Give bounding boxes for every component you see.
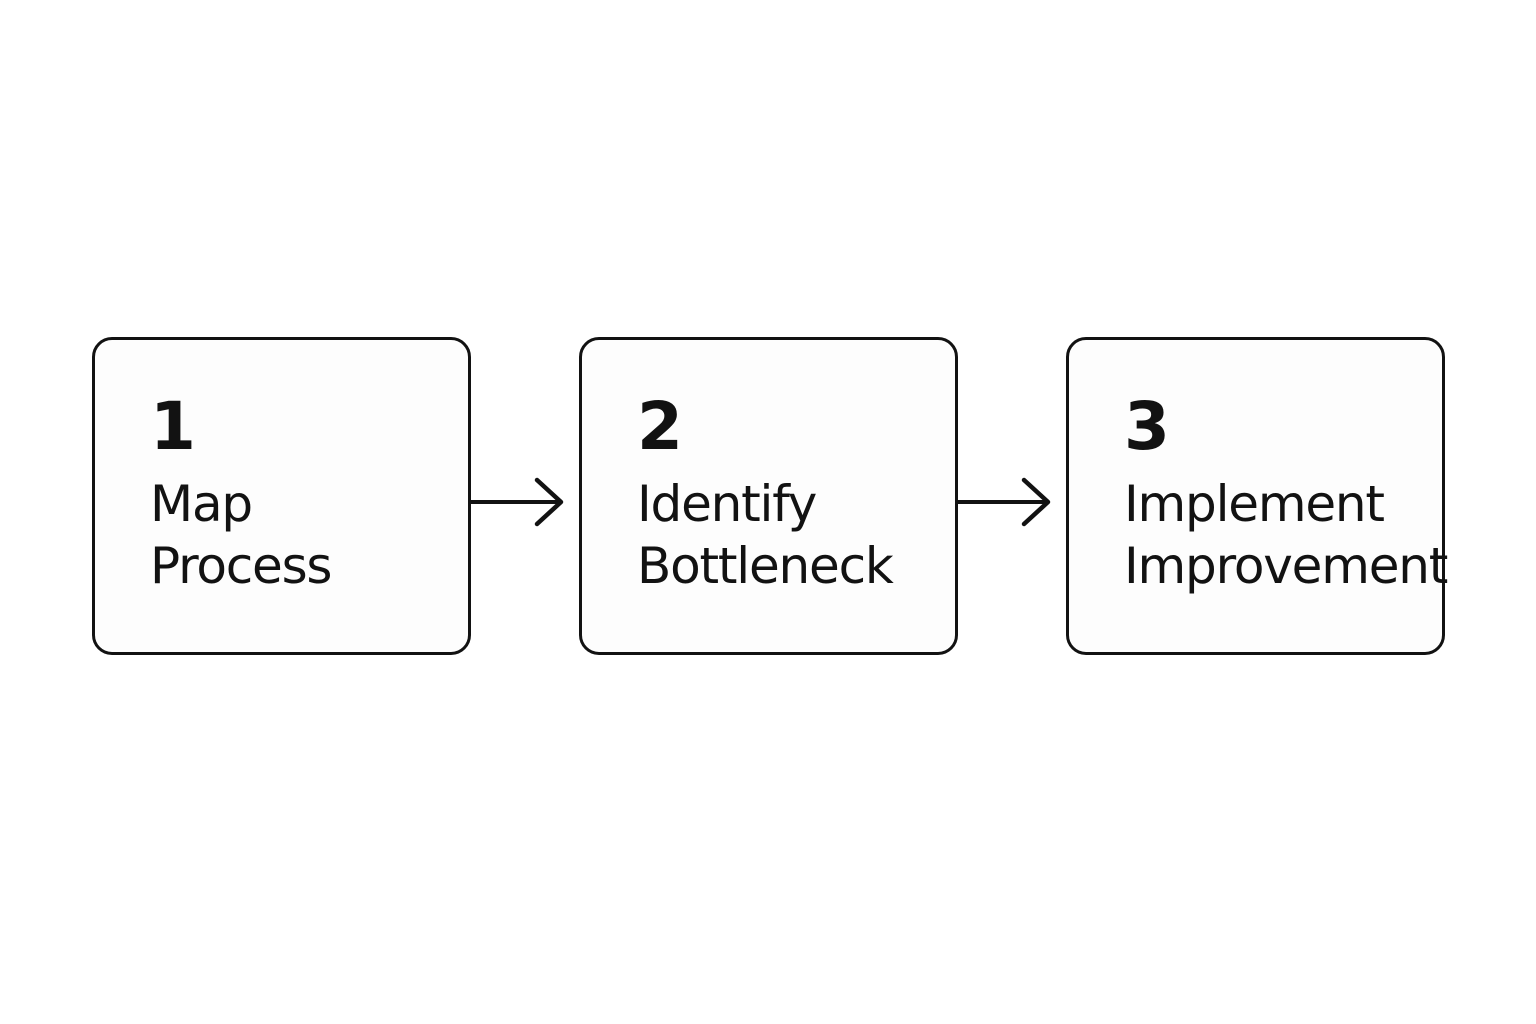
- step-number: 2: [637, 388, 683, 465]
- step-label-line: Bottleneck: [637, 537, 894, 595]
- step-label: Implement Improvement: [1124, 473, 1448, 597]
- step-label-line: Map: [150, 475, 253, 533]
- step-number: 3: [1124, 388, 1170, 465]
- step-label-line: Implement: [1124, 475, 1385, 533]
- step-number: 1: [150, 388, 196, 465]
- connector-1-2: [471, 337, 579, 655]
- arrow-right-icon: [471, 477, 564, 527]
- step-label: Map Process: [150, 473, 463, 597]
- step-box-3: 3 Implement Improvement: [1066, 337, 1448, 655]
- connector-2-3: [958, 337, 1066, 655]
- step-label-line: Process: [150, 537, 332, 595]
- step-label-line: Identify: [637, 475, 817, 533]
- arrow-right-icon: [958, 477, 1051, 527]
- step-label-line: Improvement: [1124, 537, 1448, 595]
- process-flow-diagram: 1 Map Process 2 Identify Bottleneck 3 Im…: [92, 337, 1448, 655]
- step-label: Identify Bottleneck: [637, 473, 950, 597]
- step-box-2: 2 Identify Bottleneck: [579, 337, 958, 655]
- step-box-1: 1 Map Process: [92, 337, 471, 655]
